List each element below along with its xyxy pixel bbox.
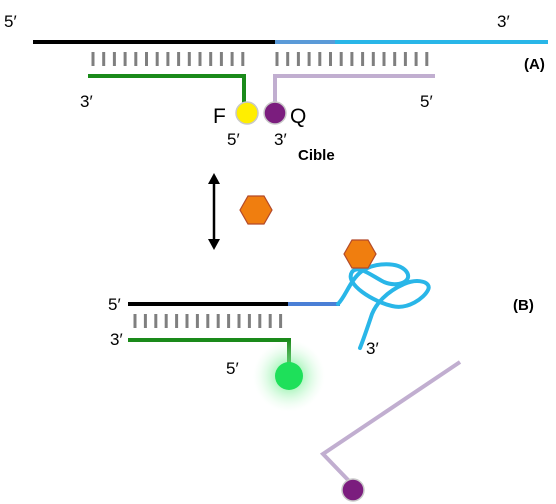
- released-quencher-dot: [341, 478, 365, 502]
- fluorophore-dot: [235, 101, 259, 125]
- panel-a-top-5prime: 5′: [4, 12, 17, 31]
- panel-b-green-3prime: 3′: [110, 330, 123, 349]
- double-arrow-icon: [208, 173, 220, 250]
- panel-b-green-5prime: 5′: [226, 359, 239, 378]
- panel-a-lilac-3prime: 3′: [274, 130, 287, 149]
- quencher-dot: [263, 101, 287, 125]
- panel-a-label: (A): [524, 56, 545, 73]
- panel-b-label: (B): [513, 297, 534, 314]
- panel-a-green-3prime: 3′: [80, 92, 93, 111]
- panel-a-green-5prime: 5′: [227, 130, 240, 149]
- fluorophore-letter: F: [213, 105, 226, 128]
- bound-hexagon-ligand-icon: [343, 239, 377, 269]
- panel-b-base-pairs: [133, 314, 283, 328]
- panel-a-base-pairs-left: [91, 52, 245, 66]
- panel-b: (B) 5′ 3′ 3′ 5′: [108, 239, 534, 502]
- panel-a-base-pairs-right: [275, 52, 429, 66]
- panel-b-coil-3prime: 3′: [366, 339, 379, 358]
- glowing-fluorophore-icon: [275, 362, 303, 390]
- quencher-letter: Q: [290, 105, 306, 128]
- panel-a-fluorophore-strand: [88, 74, 246, 104]
- panel-a: 5′ 3′ (A) 3′ 5′ F Q 5′ 3′ Cible: [4, 12, 548, 164]
- target-label: Cible: [298, 147, 335, 164]
- panel-a-quencher-strand: [273, 74, 435, 104]
- panel-a-lilac-5prime: 5′: [420, 92, 433, 111]
- hexagon-ligand-icon: [239, 195, 273, 225]
- released-quencher-strand: [319, 360, 462, 484]
- panel-b-top-5prime: 5′: [108, 295, 121, 314]
- target-coil: [336, 262, 431, 350]
- panel-a-top-3prime: 3′: [497, 12, 510, 31]
